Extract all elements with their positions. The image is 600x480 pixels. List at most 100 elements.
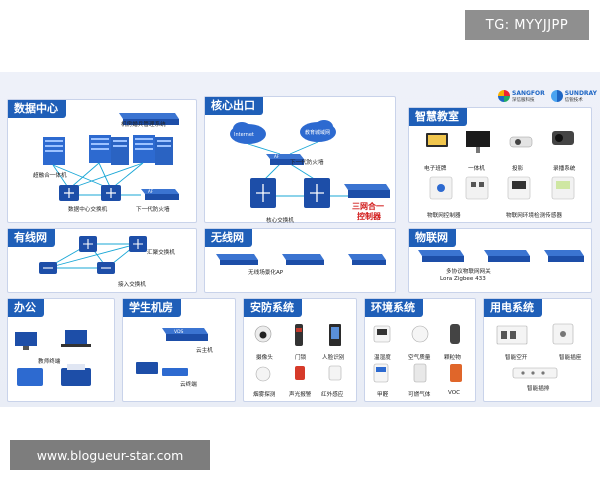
datacenter-switch-icon: [59, 185, 121, 201]
all-in-one-icon: [466, 131, 490, 153]
face-recognition-icon: [329, 324, 341, 346]
label-ngfw: 下一代防火墙: [136, 207, 170, 213]
desktop-icon: [15, 332, 37, 350]
sangfor-logo-icon: [498, 90, 510, 102]
wireless-graphic: [216, 254, 386, 265]
iot-controller-icon: [429, 176, 453, 200]
svg-text:AF: AF: [148, 189, 154, 194]
label-formaldehyde: 甲醛: [377, 392, 389, 398]
recording-camera-icon: [552, 131, 574, 145]
laptop-icon: [61, 330, 91, 347]
smoke-detector-icon: [255, 366, 271, 382]
iot-gateway-icon: [418, 250, 584, 262]
sundray-logo-icon: [550, 90, 563, 102]
panel-title: 用电系统: [484, 299, 542, 317]
projector-icon: [509, 136, 533, 148]
cloud-terminal-icon: [136, 362, 188, 376]
office-graphic: [15, 330, 91, 386]
classroom-graphic: [426, 131, 575, 200]
label-gateway: 多协议物联网网关: [446, 269, 491, 275]
control-panel-icon: [465, 176, 489, 200]
label-protocols: Lora Zigbee 433: [440, 276, 486, 282]
label-cloud-host: 云主机: [196, 348, 213, 354]
label-air: 空气质量: [408, 355, 431, 361]
label-iot-controller: 物联网控制器: [427, 213, 461, 219]
brand-logos: SANGFOR 深信服科技 SUNDRAY 信锐技术: [498, 88, 597, 104]
cloud-icon: Internet 教育城域网: [230, 120, 336, 144]
core-firewall-icon: AF: [266, 154, 304, 165]
label-smoke: 烟雾探测: [253, 392, 276, 398]
infrared-sensor-icon: [328, 365, 342, 381]
air-quality-icon: [411, 325, 429, 343]
panel-title: 办公: [8, 299, 44, 317]
label-three-in-one: 三网合一: [352, 202, 384, 211]
panel-title: 环境系统: [365, 299, 423, 317]
smart-breaker-icon: [496, 325, 528, 345]
environment-graphic: [373, 324, 462, 383]
server-rack-icon: [43, 135, 173, 165]
label-voc: VOC: [448, 390, 461, 396]
voc-sensor-icon: [450, 364, 462, 382]
label-dc-switch: 数据中心交换机: [68, 207, 108, 213]
datacenter-links: [52, 162, 144, 196]
label-access: 接入交换机: [118, 282, 146, 288]
panel-title: 数据中心: [8, 100, 66, 118]
panel-wired: 有线网: [7, 228, 197, 293]
sundray-logo: SUNDRAY 信锐技术: [550, 90, 597, 103]
label-infrared: 红外感应: [321, 392, 344, 398]
svg-text:VDS: VDS: [174, 329, 184, 335]
management-server-icon: [119, 113, 179, 125]
panel-title: 物联网: [409, 229, 456, 247]
svg-text:AF: AF: [274, 154, 280, 159]
panel-power: 用电系统: [483, 298, 592, 402]
panel-lab: 学生机房: [122, 298, 236, 402]
controller-icon: [344, 184, 390, 198]
printer-icon: [61, 364, 91, 386]
wireless-ap-icon: [216, 254, 386, 265]
label-all-in-one: 一体机: [468, 166, 485, 172]
watermark-url: www.blogueur-star.com: [10, 440, 210, 470]
smart-power-strip-icon: [512, 367, 558, 379]
panel-title: 核心出口: [205, 97, 263, 115]
label-temp: 温湿度: [374, 355, 391, 361]
core-graphic: Internet 教育城域网 AF: [230, 120, 390, 208]
thermostat-icon: [551, 176, 575, 200]
panel-environment: 环境系统: [364, 298, 476, 402]
label-mgmt: 机房婚兵管理系统: [121, 122, 166, 128]
particulate-icon: [450, 324, 460, 344]
power-graphic: [496, 323, 574, 379]
panel-classroom: 智慧教室: [408, 107, 592, 223]
core-switch-icon: [250, 178, 330, 208]
label-teacher-terminal: 教师终端: [38, 359, 61, 365]
datacenter-graphic: AF: [43, 113, 179, 201]
label-core-switch: 核心交换机: [266, 218, 294, 224]
firewall-icon: AF: [141, 189, 179, 200]
label-breaker: 智能空开: [505, 355, 528, 361]
e-classboard-icon: [426, 133, 448, 147]
label-camera: 摄像头: [256, 355, 273, 361]
aggregation-switch-icon: [79, 236, 147, 252]
door-lock-icon: [295, 324, 303, 346]
panel-title: 有线网: [8, 229, 55, 247]
label-recording: 录播系统: [553, 166, 576, 172]
label-socket: 智能插座: [559, 355, 582, 361]
lab-graphic: VDS: [136, 328, 208, 376]
label-projector: 投影: [512, 166, 524, 172]
panel-security: 安防系统: [243, 298, 357, 402]
label-strip: 智能插排: [527, 386, 550, 392]
formaldehyde-icon: [373, 363, 389, 383]
label-controller: 控制器: [357, 212, 381, 221]
camera-icon: [254, 325, 272, 343]
svg-text:教育城域网: 教育城域网: [305, 129, 330, 136]
label-gas: 可燃气体: [408, 392, 431, 398]
sangfor-logo: SANGFOR 深信服科技: [498, 90, 545, 103]
panel-title: 无线网: [205, 229, 252, 247]
label-face: 人脸识别: [322, 355, 345, 361]
cloud-host-icon: VDS: [162, 328, 208, 341]
label-classboard: 电子班牌: [424, 166, 447, 172]
security-graphic: [254, 324, 342, 382]
wired-graphic: [39, 236, 147, 274]
gas-sensor-icon: [413, 363, 427, 383]
env-sensor-icon: [507, 176, 531, 200]
label-env-sensor: 物联网环境检测传感器: [506, 213, 562, 219]
